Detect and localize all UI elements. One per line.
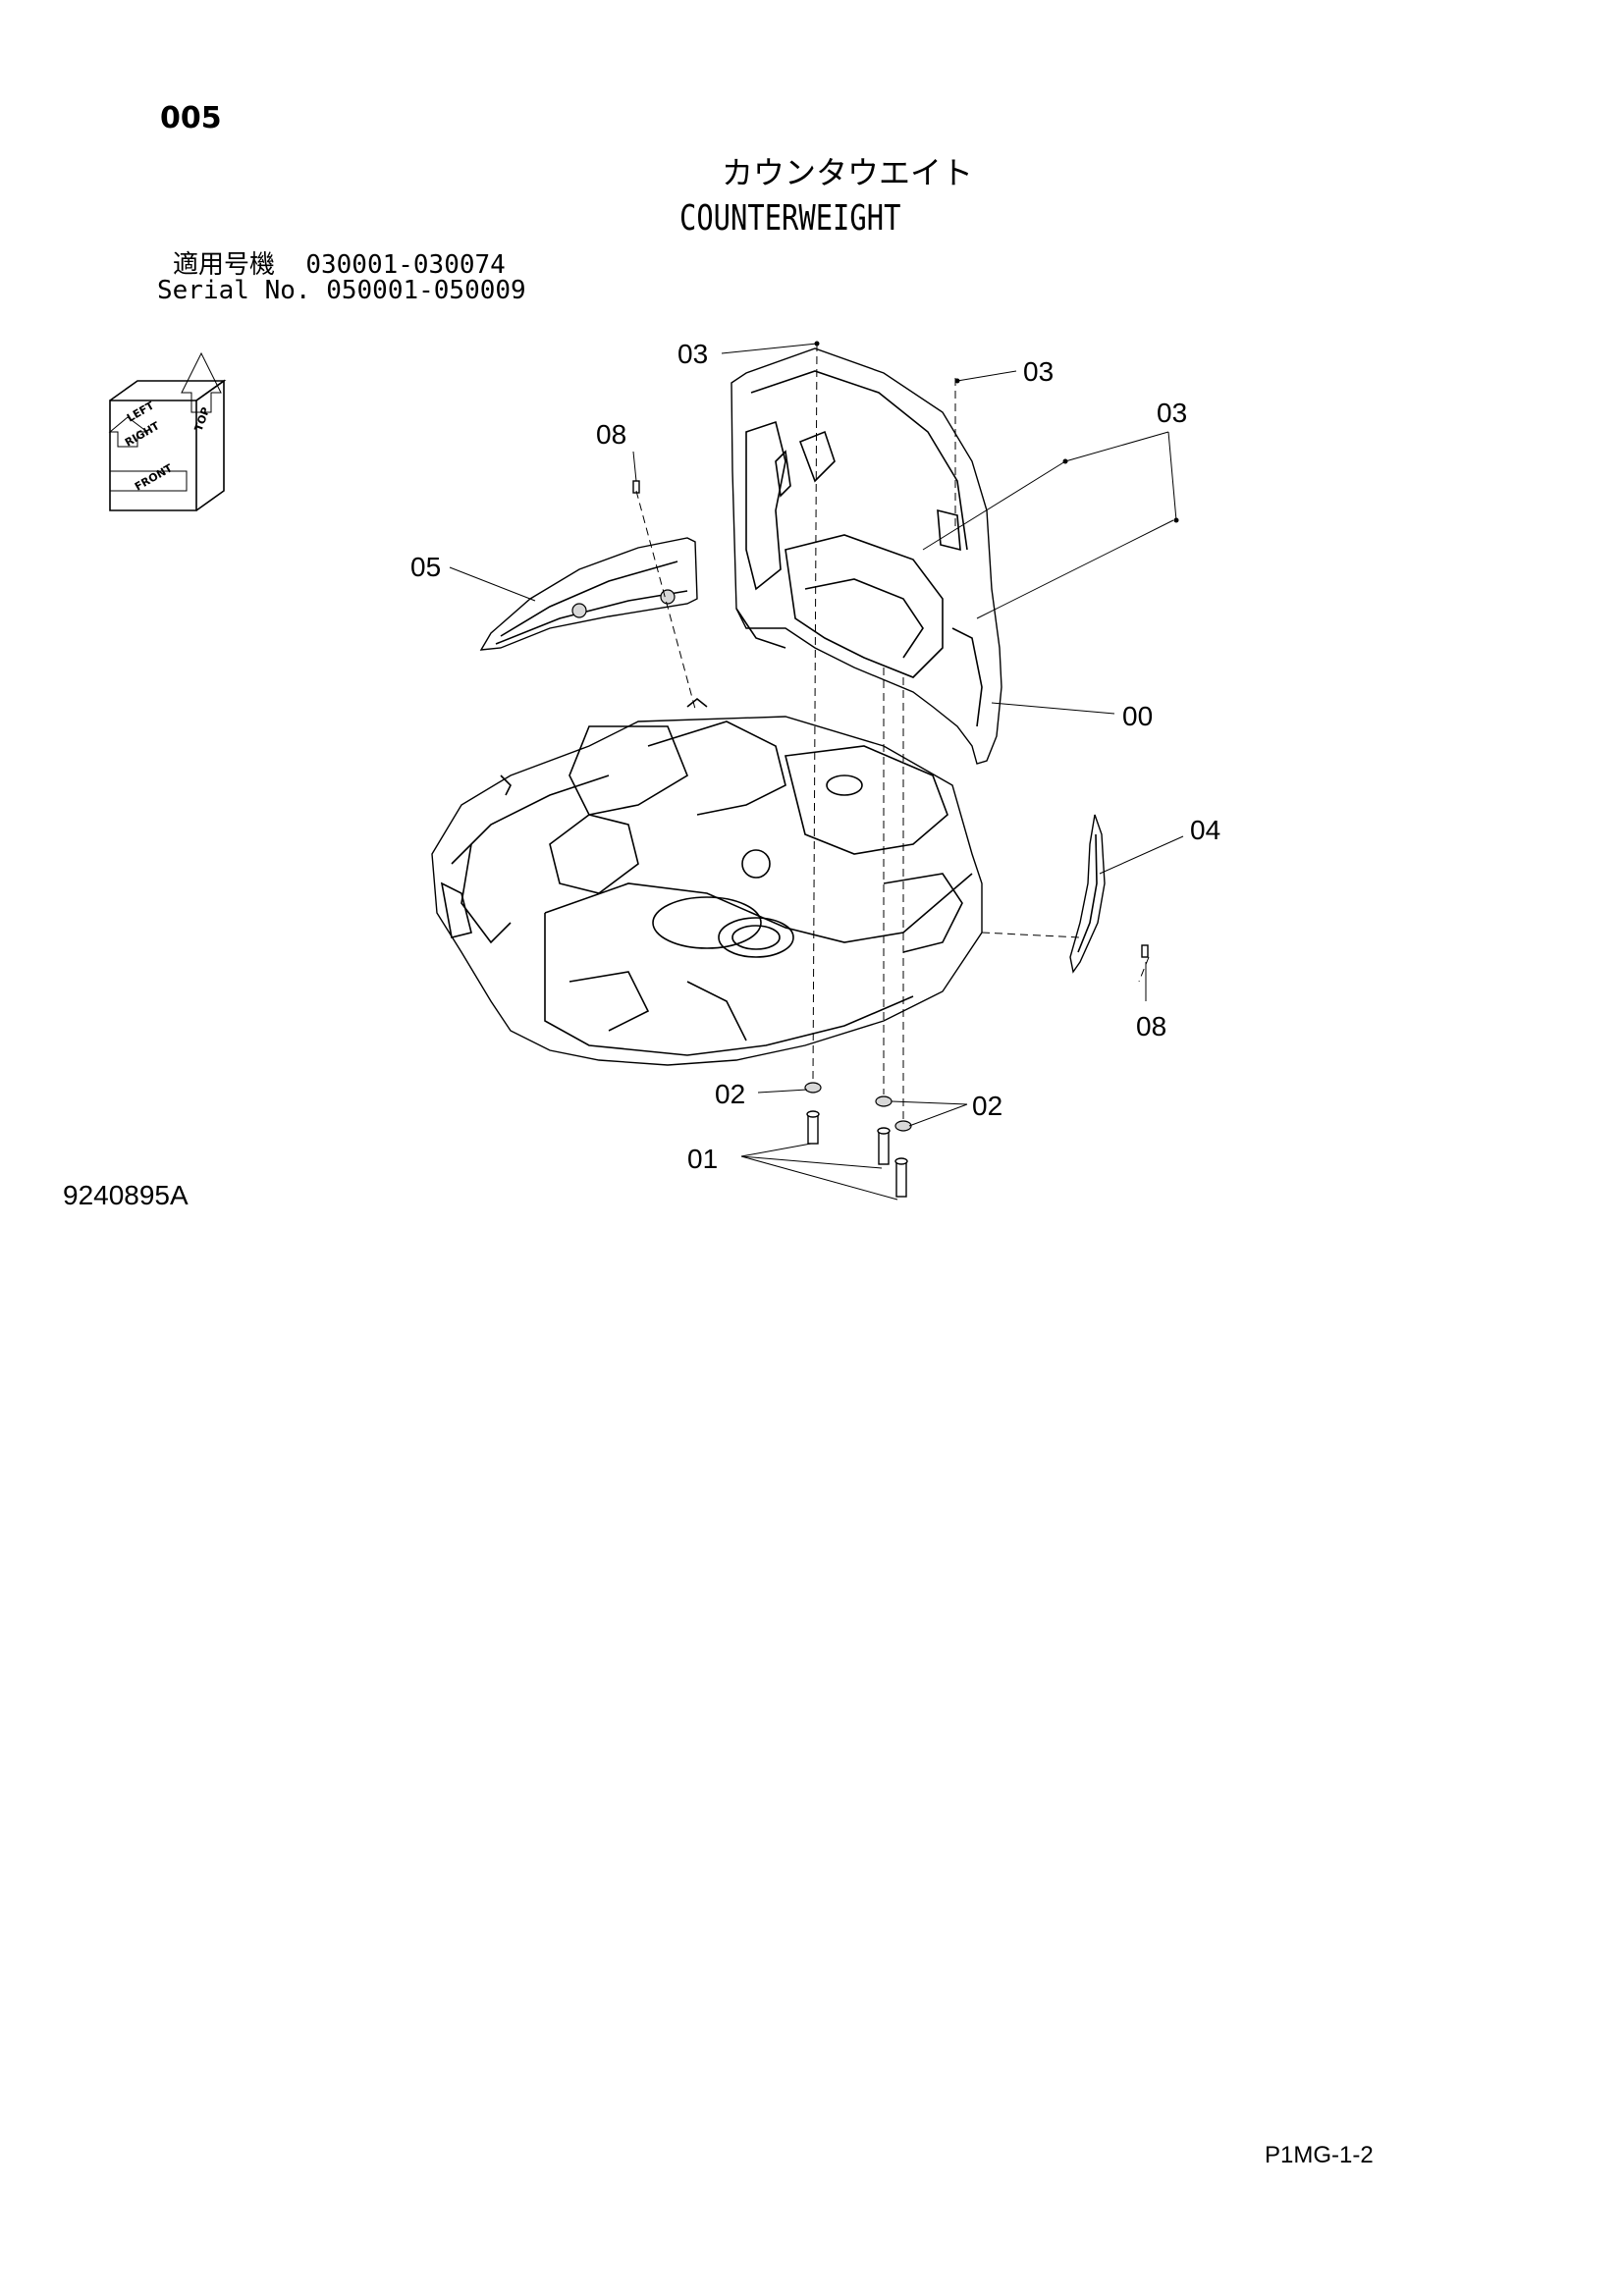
bolt-washer-stack-left <box>804 1082 822 1145</box>
page-code: P1MG-1-2 <box>1265 2142 1374 2168</box>
assembly-lines <box>635 343 1174 1119</box>
title-english: COUNTERWEIGHT <box>679 198 901 239</box>
bolt-washer-stack-right <box>875 1095 912 1198</box>
serial-en-range: 050001-050009 <box>326 276 526 305</box>
counterweight-part <box>731 347 1002 765</box>
callout-03-right: 03 <box>1157 398 1187 428</box>
callout-05: 05 <box>410 552 441 582</box>
serial-range-english: Serial No. 050001-050009 <box>157 278 526 303</box>
callout-03-top: 03 <box>677 339 708 369</box>
callout-02-right: 02 <box>972 1091 1002 1121</box>
orientation-right-label: RIGHT <box>123 419 162 450</box>
callout-00: 00 <box>1122 701 1153 731</box>
callout-01: 01 <box>687 1144 718 1174</box>
small-bolt-right <box>1141 944 1149 958</box>
callout-08-bottom: 08 <box>1136 1011 1166 1041</box>
page-number: 005 <box>160 101 222 135</box>
callout-04: 04 <box>1190 815 1220 845</box>
orientation-top-label: TOP <box>192 405 213 433</box>
callout-08-top: 08 <box>596 419 626 450</box>
revolving-frame-part <box>431 697 983 1066</box>
leader-lines <box>449 341 1184 1201</box>
serial-jp-range: 030001-030074 <box>305 250 506 280</box>
callout-labels: 03 03 03 08 05 00 04 08 02 02 01 <box>410 339 1220 1174</box>
callout-02-left: 02 <box>715 1079 745 1109</box>
title-japanese: カウンタウエイト <box>722 154 974 191</box>
serial-range-japanese: 適用号機 030001-030074 <box>173 252 506 278</box>
serial-en-label: Serial No. <box>157 276 311 305</box>
side-cover-left-part <box>479 537 698 651</box>
side-cover-right-part <box>1069 814 1106 974</box>
orientation-icon: TOP LEFT RIGHT FRONT <box>108 351 227 511</box>
drawing-number: 9240895A <box>63 1180 189 1210</box>
callout-03-middle: 03 <box>1023 356 1054 387</box>
serial-jp-label: 適用号機 <box>173 250 276 280</box>
orientation-front-label: FRONT <box>133 461 175 494</box>
